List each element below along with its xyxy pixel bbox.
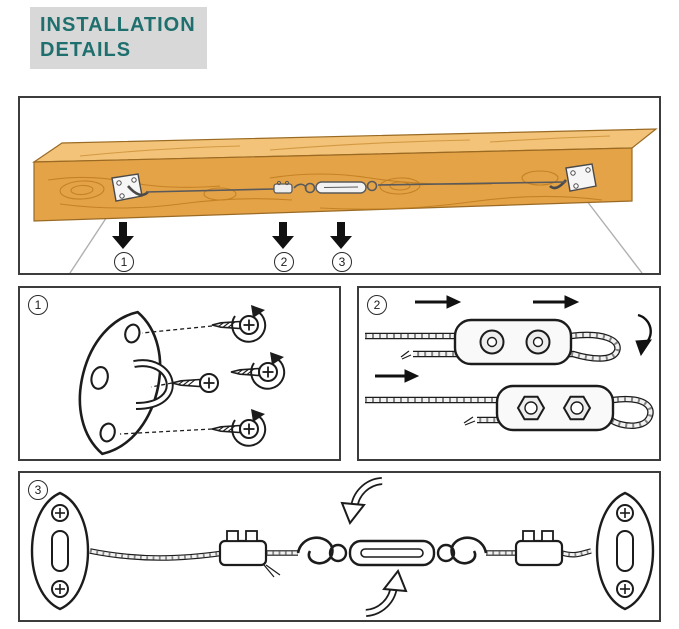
left-wire-clamp [218, 529, 268, 567]
rotate-arrow-top [340, 477, 383, 525]
down-arrow-icon [330, 222, 352, 249]
right-arrow-icon [404, 369, 420, 383]
step-callout-1: 1 [114, 252, 134, 272]
rope-clamp-illustration [365, 295, 654, 432]
title-block: INSTALLATION DETAILS [30, 7, 207, 69]
overview-panel: 1 2 3 [18, 96, 661, 275]
panel-d-step-number: 3 [34, 483, 42, 497]
step-callout-2: 2 [274, 252, 294, 272]
top-clamp-assembly [365, 318, 621, 366]
right-hook [450, 536, 488, 565]
step-callout-2-number: 2 [280, 255, 288, 269]
pad-eye-plate [78, 310, 162, 456]
title-line-2: DETAILS [40, 39, 132, 61]
title-line-1: INSTALLATION [40, 14, 196, 36]
leader-lines [119, 325, 213, 435]
assembly-detail-panel: 3 [18, 471, 661, 622]
right-pad-eye [549, 163, 597, 192]
screw-middle-right [230, 351, 286, 390]
step-callout-1-number: 1 [120, 255, 128, 269]
pad-eye-detail-panel: 1 [18, 286, 341, 461]
left-pad-eye-front [30, 491, 90, 611]
right-wire-clamp [514, 529, 564, 567]
panel-c-step-badge: 2 [367, 295, 387, 315]
rotate-arrow-bottom [365, 569, 408, 617]
screw-middle [171, 373, 219, 393]
screw-top [211, 304, 267, 343]
step-callout-3: 3 [332, 252, 352, 272]
bottom-clamp-assembly [365, 384, 654, 432]
panel-d-step-badge: 3 [28, 480, 48, 500]
left-pad-eye [111, 173, 149, 202]
turnbuckle [328, 539, 456, 567]
beam-overview-illustration [31, 128, 658, 273]
left-hook [296, 536, 334, 565]
rope-tail [263, 564, 281, 578]
rope-clamp-detail-panel: 2 [357, 286, 661, 461]
cable-and-turnbuckle [145, 180, 567, 194]
panel-c-step-number: 2 [373, 298, 381, 312]
d-ring [133, 359, 174, 410]
down-arrow-icon [272, 222, 294, 249]
down-arrow-group [112, 222, 352, 249]
wood-grain [47, 135, 611, 210]
full-assembly-illustration [30, 477, 655, 617]
right-arrow-group [375, 295, 652, 383]
pad-eye-screws-illustration [78, 304, 286, 456]
rope-run [89, 548, 592, 578]
screw-bottom [211, 408, 267, 447]
right-arrow-icon [446, 295, 462, 309]
panel-b-step-badge: 1 [28, 295, 48, 315]
step-callout-3-number: 3 [338, 255, 346, 269]
down-arrow-icon [112, 222, 134, 249]
right-pad-eye-front [595, 491, 655, 611]
panel-b-step-number: 1 [34, 298, 42, 312]
right-arrow-icon [564, 295, 580, 309]
